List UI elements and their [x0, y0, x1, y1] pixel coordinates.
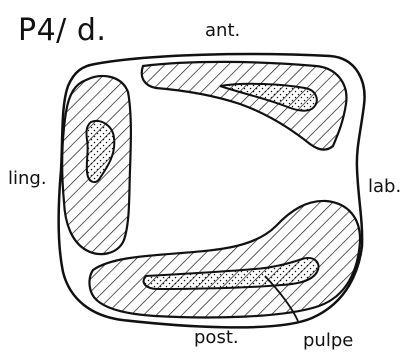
- anterior-enamel-hatched: [140, 60, 348, 151]
- anterior-label: ant.: [205, 20, 241, 41]
- lingual-pulp: [85, 120, 116, 184]
- labial-label: lab.: [368, 176, 402, 197]
- posterior-label: post.: [194, 327, 239, 348]
- posterior-pulp: [142, 257, 320, 291]
- pulp-pointer-line: [264, 275, 299, 322]
- pulp-label: pulpe: [303, 330, 354, 351]
- anterior-pulp: [219, 82, 318, 112]
- tooth-outline: [57, 52, 366, 329]
- tooth-code-title: P4/ d.: [18, 13, 107, 48]
- lingual-label: ling.: [8, 168, 47, 189]
- posterior-enamel-hatched: [88, 199, 362, 319]
